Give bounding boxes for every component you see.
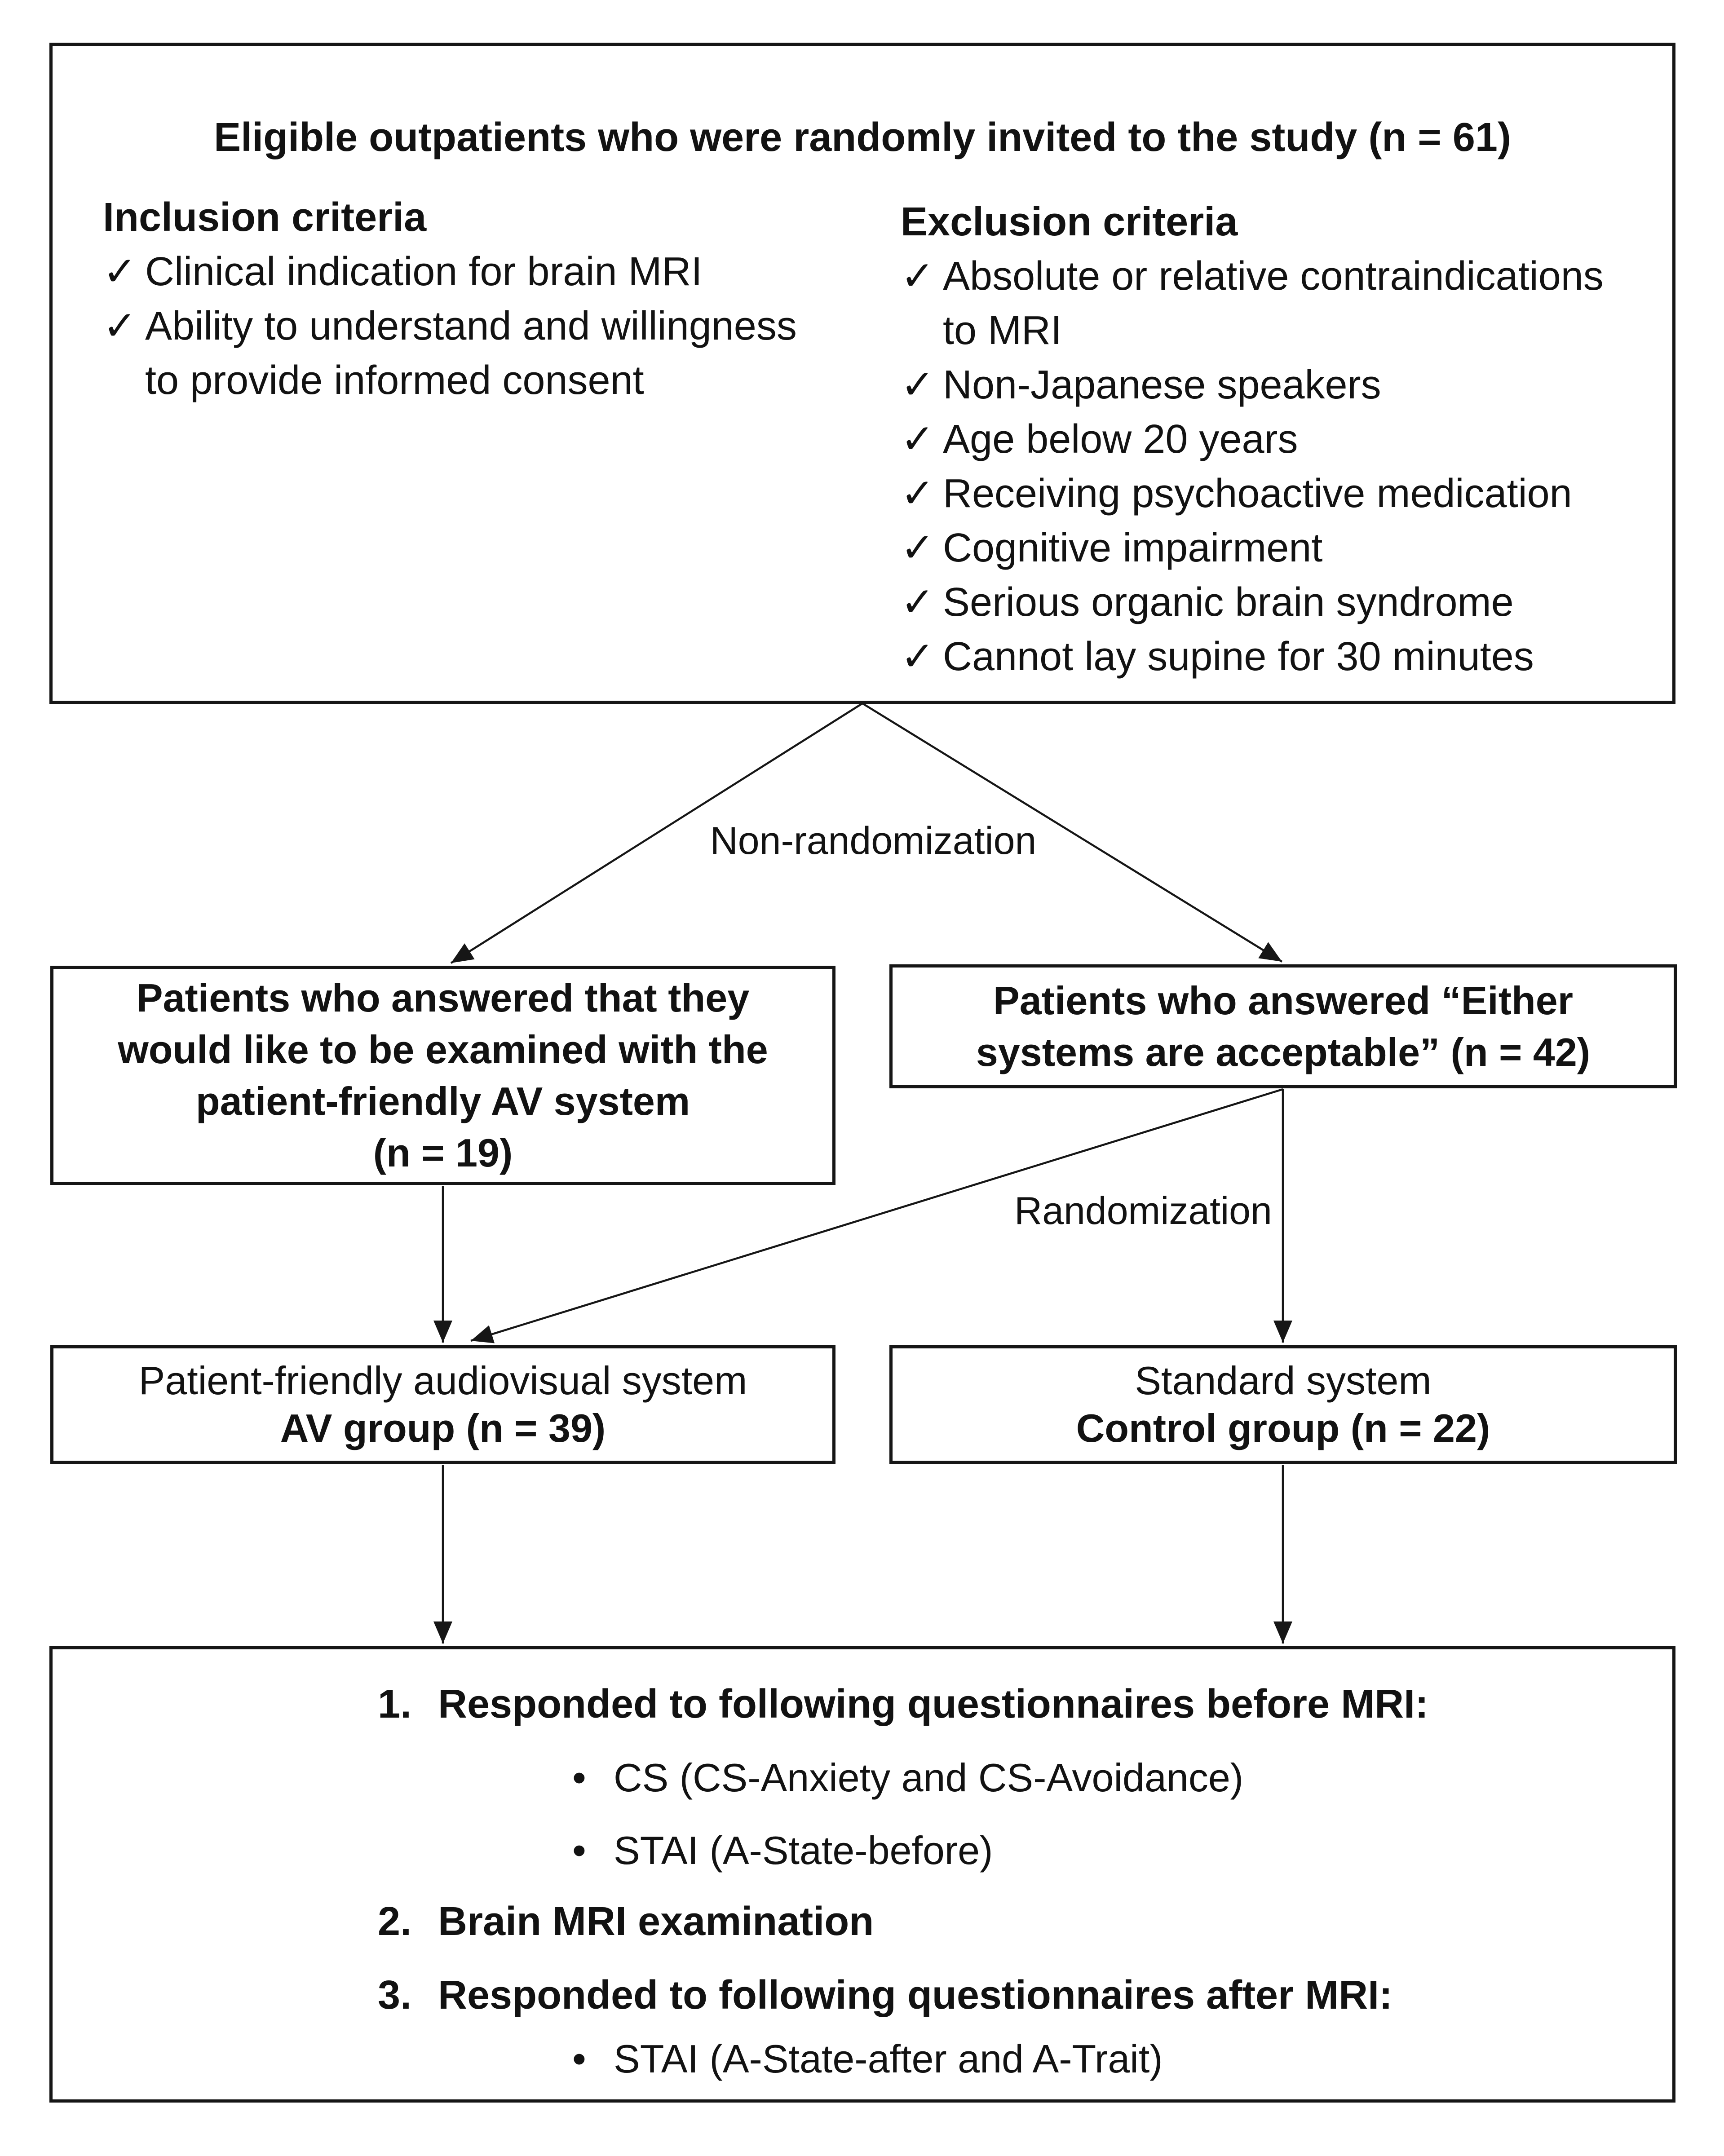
exclusion-heading: Exclusion criteria [901,199,1238,244]
inclusion-criteria-list: Inclusion criteria ✓ Clinical indication… [103,190,858,408]
procedure-box: 1. Responded to following questionnaires… [49,1646,1675,2103]
av-group-label: AV group (n = 39) [280,1406,606,1450]
av-system-label: Patient-friendly audiovisual system [138,1358,747,1403]
step-text: Responded to following questionnaires af… [438,1973,1393,2018]
list-item: ✓ Absolute or relative contraindications… [901,249,1671,358]
check-icon: ✓ [103,249,137,294]
av-preference-text: Patients who answered that they would li… [118,976,768,1175]
eligible-outpatients-box: Eligible outpatients who were randomly i… [49,43,1675,704]
procedure-bullet-cs: • CS (CS-Anxiety and CS-Avoidance) [572,1753,1243,1803]
step-number: 3. [378,1973,412,2018]
bullet-text: CS (CS-Anxiety and CS-Avoidance) [614,1755,1244,1800]
check-icon: ✓ [901,254,935,299]
av-preference-box: Patients who answered that they would li… [50,966,835,1185]
procedure-bullet-stai-before: • STAI (A-State-before) [572,1825,993,1876]
exclusion-item-text: Absolute or relative contraindications t… [943,254,1604,353]
list-item: ✓ Age below 20 years [901,412,1671,467]
step-number: 1. [378,1682,412,1727]
exclusion-item-text: Cognitive impairment [943,526,1323,570]
standard-system-label: Standard system [1135,1358,1432,1403]
non-randomization-label: Non-randomization [710,819,1037,862]
exclusion-item-text: Non-Japanese speakers [943,362,1381,407]
procedure-step-2: 2. Brain MRI examination [378,1896,874,1947]
arrow-eligible-to-preference [450,702,863,964]
step-text: Brain MRI examination [438,1899,874,1944]
check-icon: ✓ [901,526,935,570]
exclusion-item-text: Serious organic brain syndrome [943,580,1514,625]
list-item: ✓ Cognitive impairment [901,521,1671,575]
list-item: ✓ Ability to understand and willingness … [103,299,858,408]
list-item: ✓ Clinical indication for brain MRI [103,245,858,299]
exclusion-item-text: Cannot lay supine for 30 minutes [943,634,1534,679]
either-acceptable-text: Patients who answered “Either systems ar… [976,978,1591,1074]
check-icon: ✓ [901,417,935,462]
list-item: ✓ Cannot lay supine for 30 minutes [901,630,1671,684]
inclusion-item-text: Clinical indication for brain MRI [145,249,703,294]
check-icon: ✓ [901,362,935,407]
exclusion-criteria-list: Exclusion criteria ✓ Absolute or relativ… [901,195,1671,684]
randomization-label: Randomization [1014,1189,1272,1233]
control-group-label: Control group (n = 22) [1076,1406,1490,1450]
procedure-step-3: 3. Responded to following questionnaires… [378,1970,1392,2020]
bullet-icon: • [572,2037,586,2081]
inclusion-item-text: Ability to understand and willingness to… [145,304,797,403]
check-icon: ✓ [103,304,137,349]
inclusion-heading: Inclusion criteria [103,195,427,240]
step-number: 2. [378,1899,412,1944]
check-icon: ✓ [901,634,935,679]
arrow-either-to-av [470,1088,1283,1343]
bullet-text: STAI (A-State-after and A-Trait) [614,2037,1163,2081]
check-icon: ✓ [901,471,935,516]
procedure-bullet-stai-after: • STAI (A-State-after and A-Trait) [572,2034,1163,2084]
either-acceptable-box: Patients who answered “Either systems ar… [889,964,1677,1088]
bullet-text: STAI (A-State-before) [614,1828,993,1873]
step-text: Responded to following questionnaires be… [438,1682,1429,1727]
exclusion-item-text: Receiving psychoactive medication [943,471,1572,516]
bullet-icon: • [572,1755,586,1800]
exclusion-item-text: Age below 20 years [943,417,1298,462]
control-group-box: Standard system Control group (n = 22) [889,1345,1677,1464]
procedure-step-1: 1. Responded to following questionnaires… [378,1679,1428,1729]
check-icon: ✓ [901,580,935,625]
arrow-eligible-to-either [862,702,1283,963]
list-item: ✓ Receiving psychoactive medication [901,467,1671,521]
av-group-box: Patient-friendly audiovisual system AV g… [50,1345,835,1464]
bullet-icon: • [572,1828,586,1873]
eligible-title: Eligible outpatients who were randomly i… [214,115,1511,160]
list-item: ✓ Non-Japanese speakers [901,358,1671,412]
list-item: ✓ Serious organic brain syndrome [901,575,1671,630]
